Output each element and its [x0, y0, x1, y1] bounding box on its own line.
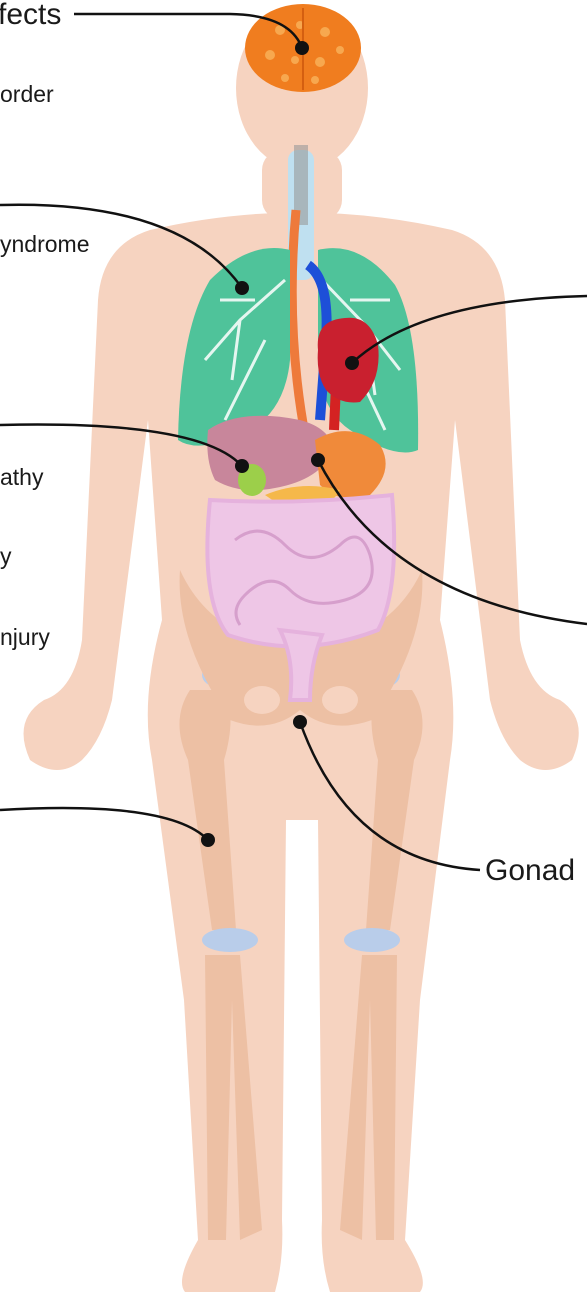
dot-lungs	[235, 281, 249, 295]
dot-brain	[295, 41, 309, 55]
label-gonads: Gonad	[485, 856, 575, 886]
label-liver-sub2: njury	[0, 626, 50, 649]
label-brain: fects	[0, 0, 61, 30]
label-liver-sub1: y	[0, 545, 12, 568]
label-brain-sub: order	[0, 83, 54, 106]
dot-heart	[345, 356, 359, 370]
dot-stomach	[311, 453, 325, 467]
label-liver: athy	[0, 466, 43, 489]
dot-gonads	[293, 715, 307, 729]
dot-bone	[201, 833, 215, 847]
label-lungs: yndrome	[0, 233, 89, 256]
dot-liver	[235, 459, 249, 473]
